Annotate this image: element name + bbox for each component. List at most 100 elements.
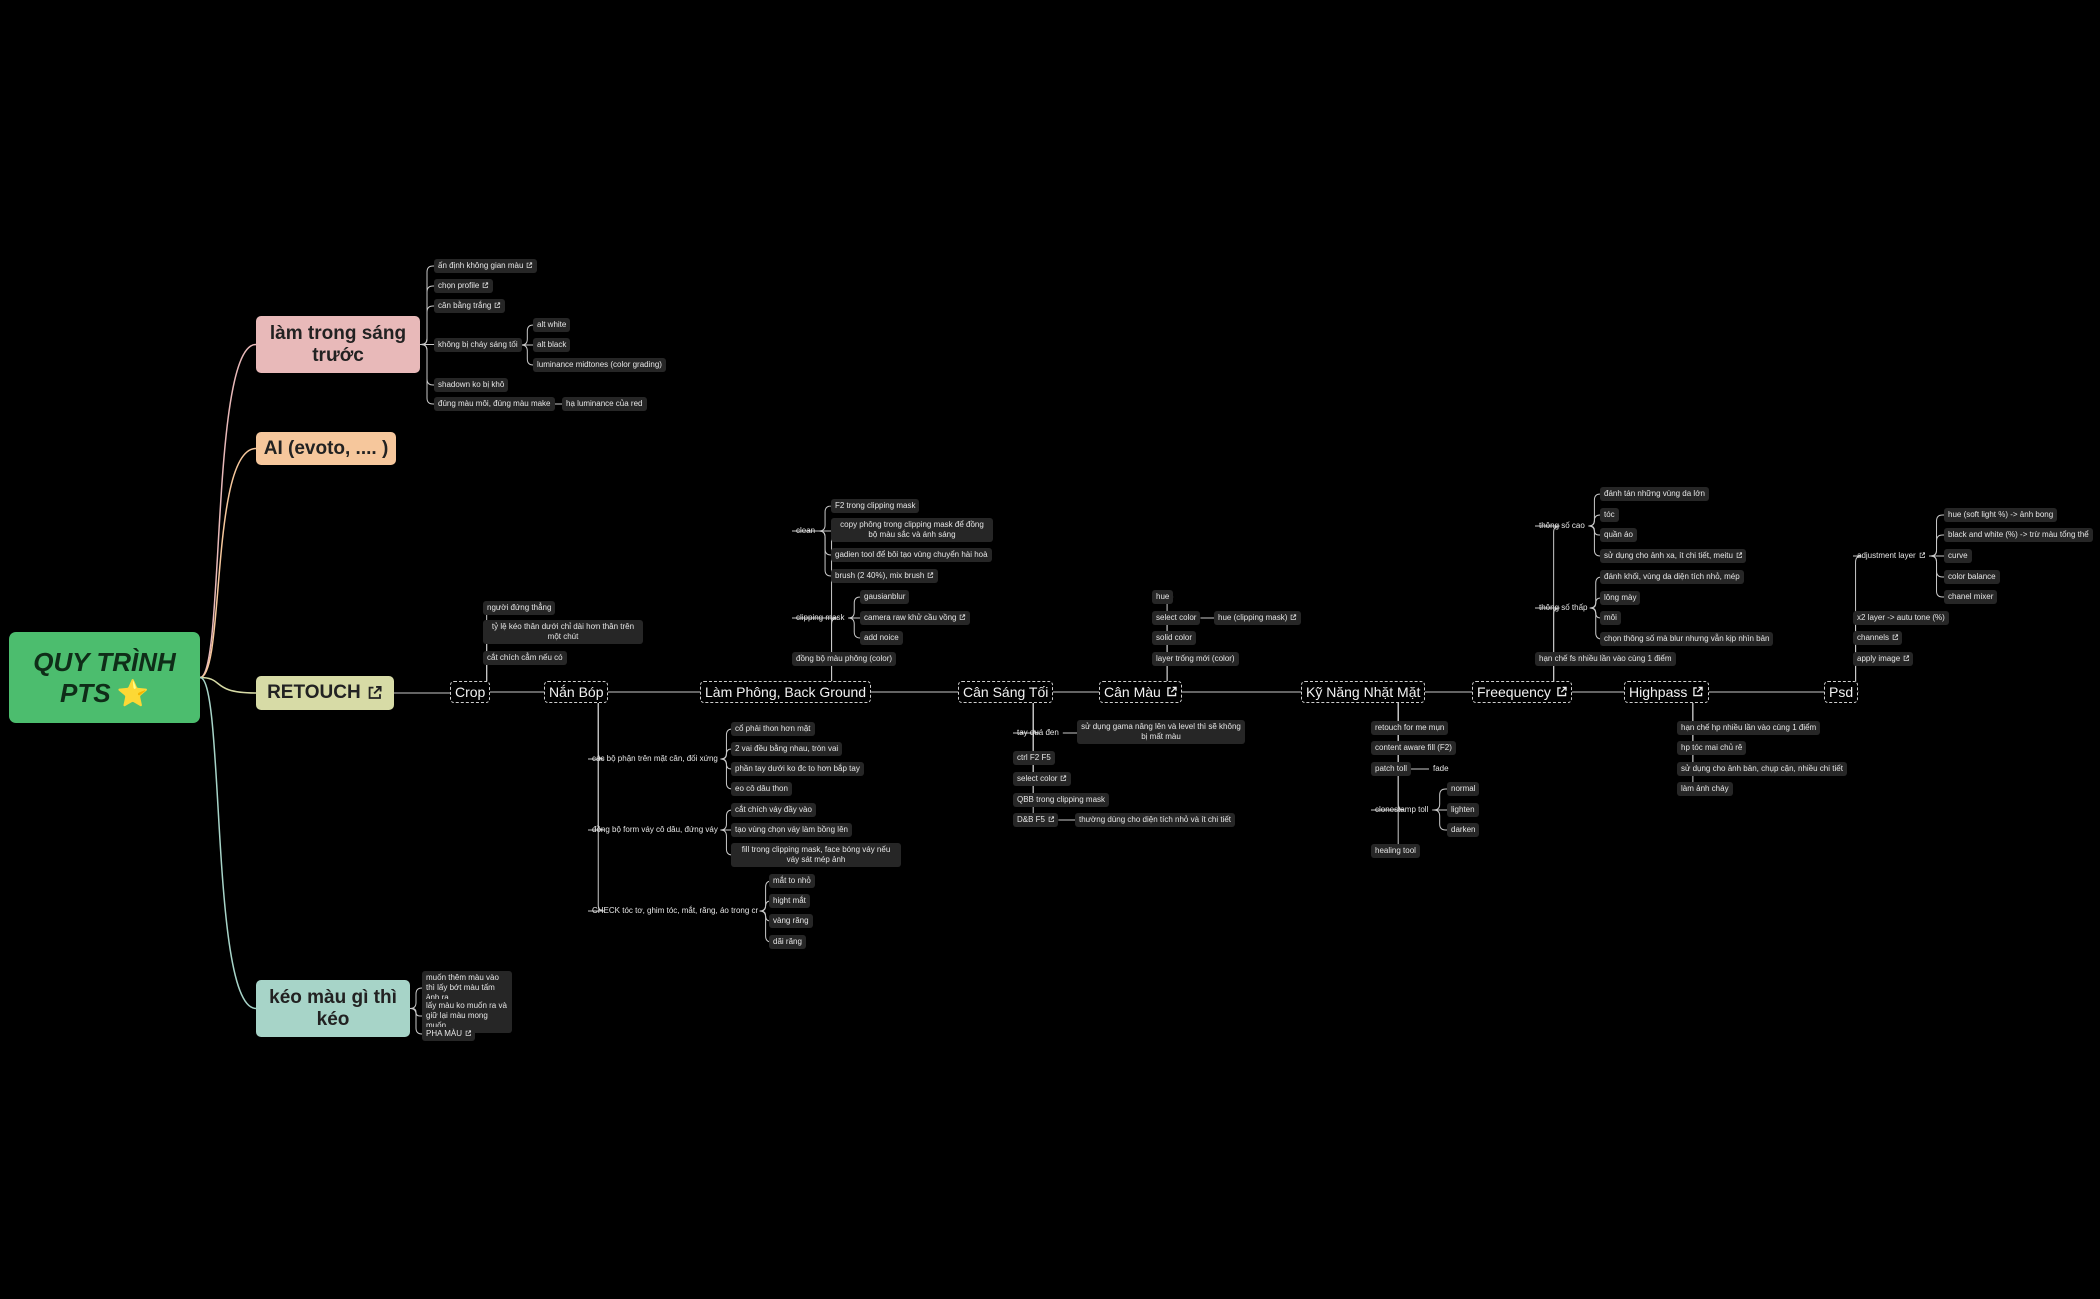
leaf-dong-bo-form-vay[interactable]: đồng bộ form váy cô dâu, đứng váy: [592, 825, 718, 834]
external-link-icon[interactable]: [1556, 686, 1567, 697]
leaf-moi[interactable]: môi: [1600, 611, 1621, 625]
leaf-thuong-dung[interactable]: thường dùng cho diện tích nhỏ và ít chi …: [1075, 813, 1236, 827]
external-link-icon[interactable]: [1692, 686, 1703, 697]
leaf-2-vai-deu[interactable]: 2 vai đều bằng nhau, tròn vai: [731, 742, 843, 756]
leaf-select-color-2[interactable]: select color: [1152, 611, 1201, 625]
leaf-content-aware[interactable]: content aware fill (F2): [1371, 741, 1456, 755]
leaf-f2-clipping-mask[interactable]: F2 trong clipping mask: [831, 499, 920, 513]
leaf-tao-vung-chon-vay[interactable]: tạo vùng chọn váy làm bồng lên: [731, 823, 852, 837]
stage-can-mau[interactable]: Cân Màu: [1099, 681, 1183, 703]
external-link-icon[interactable]: [959, 614, 966, 621]
leaf-clonestamp-toll[interactable]: clonestamp toll: [1375, 805, 1429, 814]
leaf-dong-bo-mau-phong[interactable]: đồng bộ màu phông (color): [792, 652, 897, 666]
leaf-cat-chich-vay[interactable]: cắt chích váy đầy vào: [731, 803, 816, 817]
leaf-su-dung-gama[interactable]: sử dụng gama nâng lên và level thì sẽ kh…: [1077, 720, 1245, 744]
leaf-curve[interactable]: curve: [1944, 549, 1972, 563]
leaf-cat-chich-cam[interactable]: cắt chích cẳm nếu có: [483, 651, 567, 665]
external-link-icon[interactable]: [494, 302, 501, 309]
leaf-co-phai-thon[interactable]: cổ phải thon hơn mặt: [731, 722, 815, 736]
leaf-solid-color[interactable]: solid color: [1152, 631, 1197, 645]
stage-psd[interactable]: Psd: [1824, 681, 1859, 703]
leaf-apply-image[interactable]: apply image: [1853, 652, 1914, 666]
leaf-color-balance[interactable]: color balance: [1944, 570, 2000, 584]
leaf-pha-mau[interactable]: PHA MÀU: [422, 1027, 476, 1041]
leaf-su-dung-anh-ban[interactable]: sử dụng cho ảnh bản, chụp cận, nhiều chi…: [1677, 762, 1847, 776]
stage-ky-nang-nhat-mat[interactable]: Kỹ Năng Nhặt Mặt: [1301, 681, 1426, 703]
leaf-adjustment-layer[interactable]: adjustment layer: [1853, 549, 1929, 563]
external-link-icon[interactable]: [1892, 634, 1899, 641]
leaf-copy-phong[interactable]: copy phông trong clipping mask để đồng b…: [831, 518, 993, 542]
leaf-check-toc-to[interactable]: CHECK tóc tơ, ghim tóc, mắt, răng, áo tr…: [592, 906, 759, 915]
leaf-chanel-mixer[interactable]: chanel mixer: [1944, 590, 1998, 604]
leaf-quan-ao[interactable]: quần áo: [1600, 528, 1637, 542]
leaf-brush[interactable]: brush (2 40%), mix brush: [831, 569, 938, 583]
leaf-hue[interactable]: hue: [1152, 590, 1174, 604]
leaf-gadien-tool[interactable]: gadien tool để bôi tạo vùng chuyển hài h…: [831, 548, 992, 562]
external-link-icon[interactable]: [927, 572, 934, 579]
leaf-ha-luminance-red[interactable]: hạ luminance của red: [562, 397, 647, 411]
leaf-darken[interactable]: darken: [1447, 823, 1480, 837]
stage-lam-phong[interactable]: Làm Phông, Back Ground: [700, 681, 872, 703]
leaf-nguoi-dung-thang[interactable]: người đứng thẳng: [483, 601, 556, 615]
leaf-hue-soft-light[interactable]: hue (soft light %) -> ảnh bong: [1944, 508, 2058, 522]
external-link-icon[interactable]: [1048, 816, 1055, 823]
leaf-eo-co-dau[interactable]: eo cô dâu thon: [731, 782, 792, 796]
leaf-vang-rang[interactable]: vàng răng: [769, 914, 813, 928]
topic-lam-trong-sang[interactable]: làm trong sáng trước: [256, 316, 420, 373]
external-link-icon[interactable]: [526, 262, 533, 269]
leaf-ty-le-keo-than[interactable]: tỷ lệ kéo thân dưới chỉ dài hơn thân trê…: [483, 620, 643, 644]
leaf-alt-white[interactable]: alt white: [533, 318, 571, 332]
stage-crop[interactable]: Crop: [450, 681, 491, 703]
external-link-icon[interactable]: [1736, 552, 1743, 559]
leaf-long-may[interactable]: lông mày: [1600, 591, 1641, 605]
leaf-fill-clipping-mask[interactable]: fill trong clipping mask, face bóng váy …: [731, 843, 901, 867]
external-link-icon[interactable]: [1290, 614, 1297, 621]
stage-highpass[interactable]: Highpass: [1624, 681, 1709, 703]
leaf-clipping-mask[interactable]: clipping mask: [796, 613, 845, 622]
stage-freequency[interactable]: Freequency: [1472, 681, 1573, 703]
leaf-lighten[interactable]: lighten: [1447, 803, 1479, 817]
leaf-fade[interactable]: fade: [1433, 764, 1449, 773]
leaf-han-che-fs[interactable]: hạn chế fs nhiều lần vào cùng 1 điểm: [1535, 652, 1676, 666]
leaf-thong-so-thap[interactable]: thông số thấp: [1539, 603, 1588, 612]
leaf-x2-layer[interactable]: x2 layer -> autu tone (%): [1853, 611, 1949, 625]
leaf-healing-tool[interactable]: healing tool: [1371, 844, 1420, 858]
leaf-an-dinh-khong-gian-mau[interactable]: ấn định không gian màu: [434, 259, 537, 273]
leaf-khong-bi-chay-sang-toi[interactable]: không bị cháy sáng tối: [434, 338, 522, 352]
leaf-su-dung-anh-xa[interactable]: sử dụng cho ảnh xa, ít chi tiết, meitu: [1600, 549, 1747, 563]
topic-retouch[interactable]: RETOUCH: [256, 676, 394, 710]
leaf-hight-mat[interactable]: hight mắt: [769, 894, 810, 908]
leaf-dai-rang[interactable]: dãi răng: [769, 935, 806, 949]
leaf-alt-black[interactable]: alt black: [533, 338, 571, 352]
leaf-ctrl-f2-f5[interactable]: ctrl F2 F5: [1013, 751, 1055, 765]
leaf-channels[interactable]: channels: [1853, 631, 1903, 645]
leaf-dung-mau-moi[interactable]: đúng màu môi, đúng màu make: [434, 397, 555, 411]
topic-keo-mau[interactable]: kéo màu gì thì kéo: [256, 980, 410, 1037]
stage-nan-bop[interactable]: Nắn Bóp: [544, 681, 609, 703]
external-link-icon[interactable]: [482, 282, 489, 289]
external-link-icon[interactable]: [1166, 686, 1177, 697]
leaf-camera-raw[interactable]: camera raw khử cầu vồng: [860, 611, 970, 625]
leaf-hue-clipping-mask[interactable]: hue (clipping mask): [1214, 611, 1301, 625]
leaf-danh-khoi[interactable]: đánh khối, vùng da diện tích nhỏ, mép: [1600, 570, 1744, 584]
leaf-normal[interactable]: normal: [1447, 782, 1480, 796]
external-link-icon[interactable]: [367, 685, 383, 701]
leaf-select-color[interactable]: select color: [1013, 772, 1071, 786]
topic-ai[interactable]: AI (evoto, .... ): [256, 432, 396, 465]
leaf-han-che-hp[interactable]: hạn chế hp nhiều lần vào cùng 1 điểm: [1677, 721, 1821, 735]
leaf-add-noice[interactable]: add noice: [860, 631, 903, 645]
leaf-shadown[interactable]: shadown ko bị khô: [434, 378, 509, 392]
leaf-chon-profile[interactable]: chọn profile: [434, 279, 493, 293]
external-link-icon[interactable]: [465, 1030, 472, 1037]
leaf-lam-anh-chay[interactable]: làm ảnh cháy: [1677, 782, 1733, 796]
leaf-qbb-clipping[interactable]: QBB trong clipping mask: [1013, 793, 1110, 807]
leaf-toc[interactable]: tóc: [1600, 508, 1619, 522]
leaf-gausianblur[interactable]: gausianblur: [860, 590, 910, 604]
leaf-retouch-for-me[interactable]: retouch for me mụn: [1371, 721, 1449, 735]
leaf-layer-trong-moi[interactable]: layer trống mới (color): [1152, 652, 1239, 666]
leaf-black-and-white[interactable]: black and white (%) -> trừ màu tổng thể: [1944, 528, 2093, 542]
leaf-tay-qua-den[interactable]: tay quá đen: [1017, 728, 1059, 737]
leaf-db-f5[interactable]: D&B F5: [1013, 813, 1059, 827]
external-link-icon[interactable]: [1903, 655, 1910, 662]
root-node[interactable]: QUY TRÌNH PTS⭐: [9, 632, 200, 723]
